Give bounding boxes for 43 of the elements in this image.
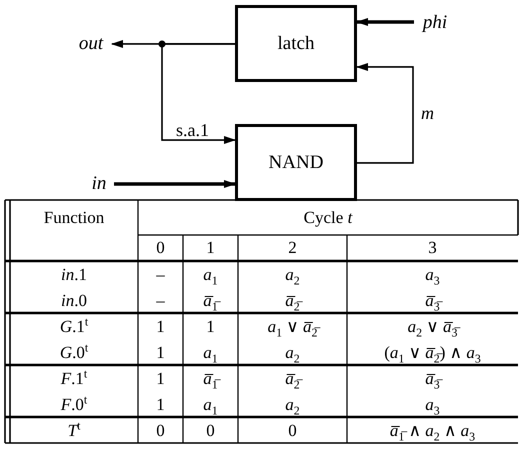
signal-label: out <box>70 31 112 57</box>
table-cell: a$_{1}$ <box>203 394 218 414</box>
table-cell: 1 <box>156 316 165 336</box>
signal-label: in <box>84 171 114 197</box>
table-cell: – <box>156 290 165 310</box>
column-header: Cycle t <box>304 208 352 228</box>
table-cell: a̅$_{1̅}$ ∧ a$_{2}$ ∧ a$_{3}$ <box>390 420 476 440</box>
table-cell: a$_{1}$ <box>203 264 218 284</box>
row-header: G.1$^{t}$ <box>60 316 88 336</box>
table-cell: 1 <box>156 394 165 414</box>
row-header: F.0$^{t}$ <box>60 394 88 414</box>
table-cell: 1 <box>206 316 215 336</box>
column-header: Function <box>44 208 104 228</box>
signal-label: phi <box>414 10 456 36</box>
row-header: T$^{t}$ <box>68 420 80 440</box>
table-cell: a$_{2}$ <box>285 394 300 414</box>
arrow <box>356 62 414 164</box>
table-cell: a$_{1}$ <box>203 342 218 362</box>
column-header: 3 <box>428 238 437 258</box>
column-header: 0 <box>156 238 165 258</box>
column-header: 1 <box>206 238 215 258</box>
table-cell: 1 <box>156 368 165 388</box>
table-cell: 0 <box>206 420 215 440</box>
table-cell: – <box>156 264 165 284</box>
edge-label: s.a.1 <box>174 121 211 139</box>
arrow <box>114 180 236 188</box>
arrow <box>161 43 236 144</box>
table-cell: a$_{3}$ <box>425 394 440 414</box>
table-cell: 1 <box>156 342 165 362</box>
row-header: in.0 <box>61 290 87 310</box>
row-header: in.1 <box>61 264 87 284</box>
row-header: G.0$^{t}$ <box>60 342 88 362</box>
table-cell: a$_{3}$ <box>425 264 440 284</box>
column-header: 2 <box>288 238 297 258</box>
table-cell: 0 <box>156 420 165 440</box>
table-cell: 0 <box>288 420 297 440</box>
table-cell: a$_{2}$ <box>285 342 300 362</box>
nand-gate-box: NAND <box>235 124 357 201</box>
table-cell: a$_{2}$ <box>285 264 300 284</box>
table-cell: (a$_{1}$ ∨ a̅$_{2̅}$) ∧ a$_{3}$ <box>384 342 481 362</box>
latch-box: latch <box>235 5 357 82</box>
arrow <box>356 18 414 26</box>
row-header: F.1$^{t}$ <box>60 368 88 388</box>
